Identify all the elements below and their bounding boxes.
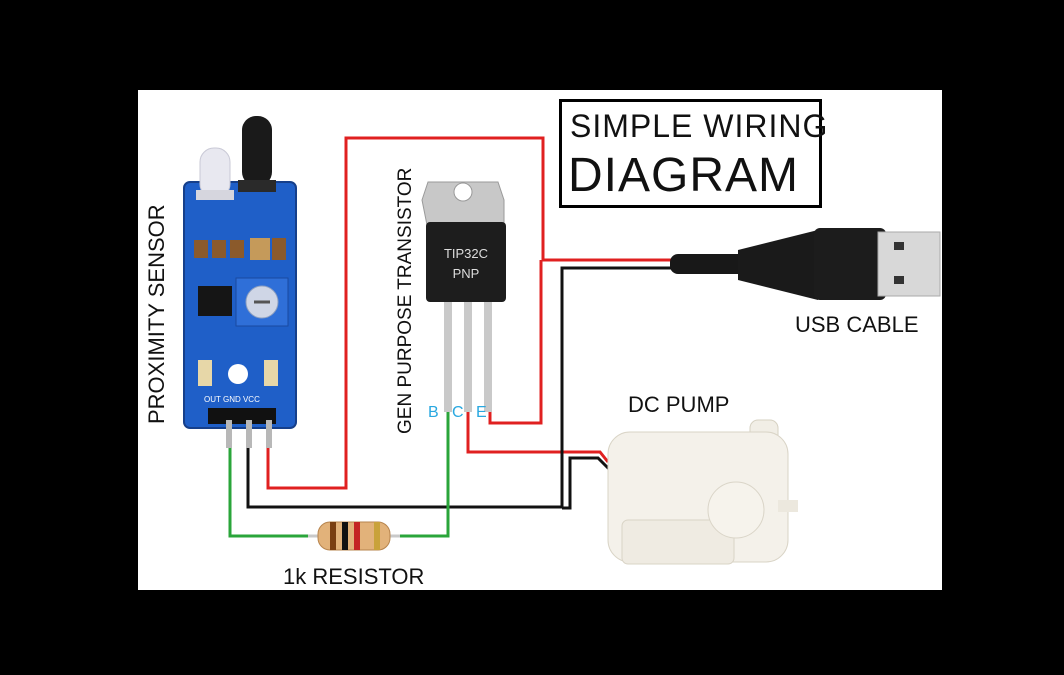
usb-cable bbox=[670, 228, 941, 300]
transistor-model: TIP32C bbox=[444, 246, 488, 261]
usb-cable-label: USB CABLE bbox=[795, 312, 919, 337]
sensor-pin-labels: OUT GND VCC bbox=[204, 395, 260, 404]
dc-pump-label: DC PUMP bbox=[628, 392, 730, 417]
pin-c-label: C bbox=[452, 404, 464, 421]
resistor-label: 1k RESISTOR bbox=[283, 564, 425, 589]
wire-pump-black bbox=[562, 456, 612, 510]
resistor bbox=[308, 521, 400, 551]
wire-out-green bbox=[228, 430, 314, 538]
title-box: SIMPLE WIRING DIAGRAM bbox=[559, 99, 827, 208]
title-line-1: SIMPLE WIRING bbox=[570, 108, 829, 144]
title-line-2: DIAGRAM bbox=[568, 149, 800, 202]
dc-pump bbox=[607, 419, 798, 565]
diagram-canvas: OUT GND VCC TIP32C PNP bbox=[138, 90, 942, 590]
proximity-sensor-label: PROXIMITY SENSOR bbox=[144, 204, 169, 424]
wiring-diagram: OUT GND VCC TIP32C PNP bbox=[183, 116, 941, 565]
pin-e-label: E bbox=[476, 404, 487, 421]
transistor-type: PNP bbox=[453, 266, 480, 281]
wire-vcc-red bbox=[266, 136, 673, 490]
proximity-sensor: OUT GND VCC bbox=[183, 116, 297, 448]
transistor-label: GEN PURPOSE TRANSISTOR bbox=[395, 167, 416, 434]
transistor: TIP32C PNP bbox=[421, 181, 506, 412]
pin-b-label: B bbox=[428, 404, 439, 421]
